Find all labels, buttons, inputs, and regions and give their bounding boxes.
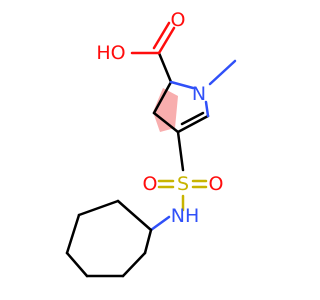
bond-n1-c2 xyxy=(169,80,195,90)
ring-nitrogen-label: N xyxy=(192,83,206,105)
molecule-canvas: HO O N S O O NH xyxy=(65,9,237,278)
structure-diagram: HO O N S O O NH xyxy=(65,9,237,278)
carbonyl-oxygen-label: O xyxy=(171,9,186,31)
bond-c5-n1 xyxy=(204,100,210,118)
cycloheptyl-bond-7 xyxy=(116,199,153,232)
bond-c4-sulfur xyxy=(176,130,185,172)
cycloheptyl-bond-4 xyxy=(65,251,89,278)
sulfonyl-oxygen-right-label: O xyxy=(209,173,224,195)
amine-label: NH xyxy=(171,205,200,227)
hydroxyl-label: HO xyxy=(96,42,125,64)
bond-carbonyl-double-2 xyxy=(152,21,171,50)
sulfonyl-oxygen-left-label: O xyxy=(143,173,158,195)
cycloheptyl-bond-5 xyxy=(65,213,81,255)
aromatic-highlight xyxy=(153,88,178,132)
cycloheptyl-bond-6 xyxy=(77,199,120,217)
cycloheptyl-bond-2 xyxy=(121,251,147,278)
sulfur-label: S xyxy=(177,173,189,195)
bond-amine-cycloheptyl xyxy=(149,215,171,232)
bond-c5-double xyxy=(180,111,205,126)
bond-c4-c5 xyxy=(176,114,210,134)
bond-carbonyl-double-1 xyxy=(157,26,176,55)
bond-c2-c3 xyxy=(152,80,173,115)
cycloheptyl-bond-1 xyxy=(143,228,153,255)
bond-n1-methyl xyxy=(208,59,237,86)
bond-c3-c4 xyxy=(152,111,180,134)
bond-c2-carboxyl xyxy=(157,51,173,84)
